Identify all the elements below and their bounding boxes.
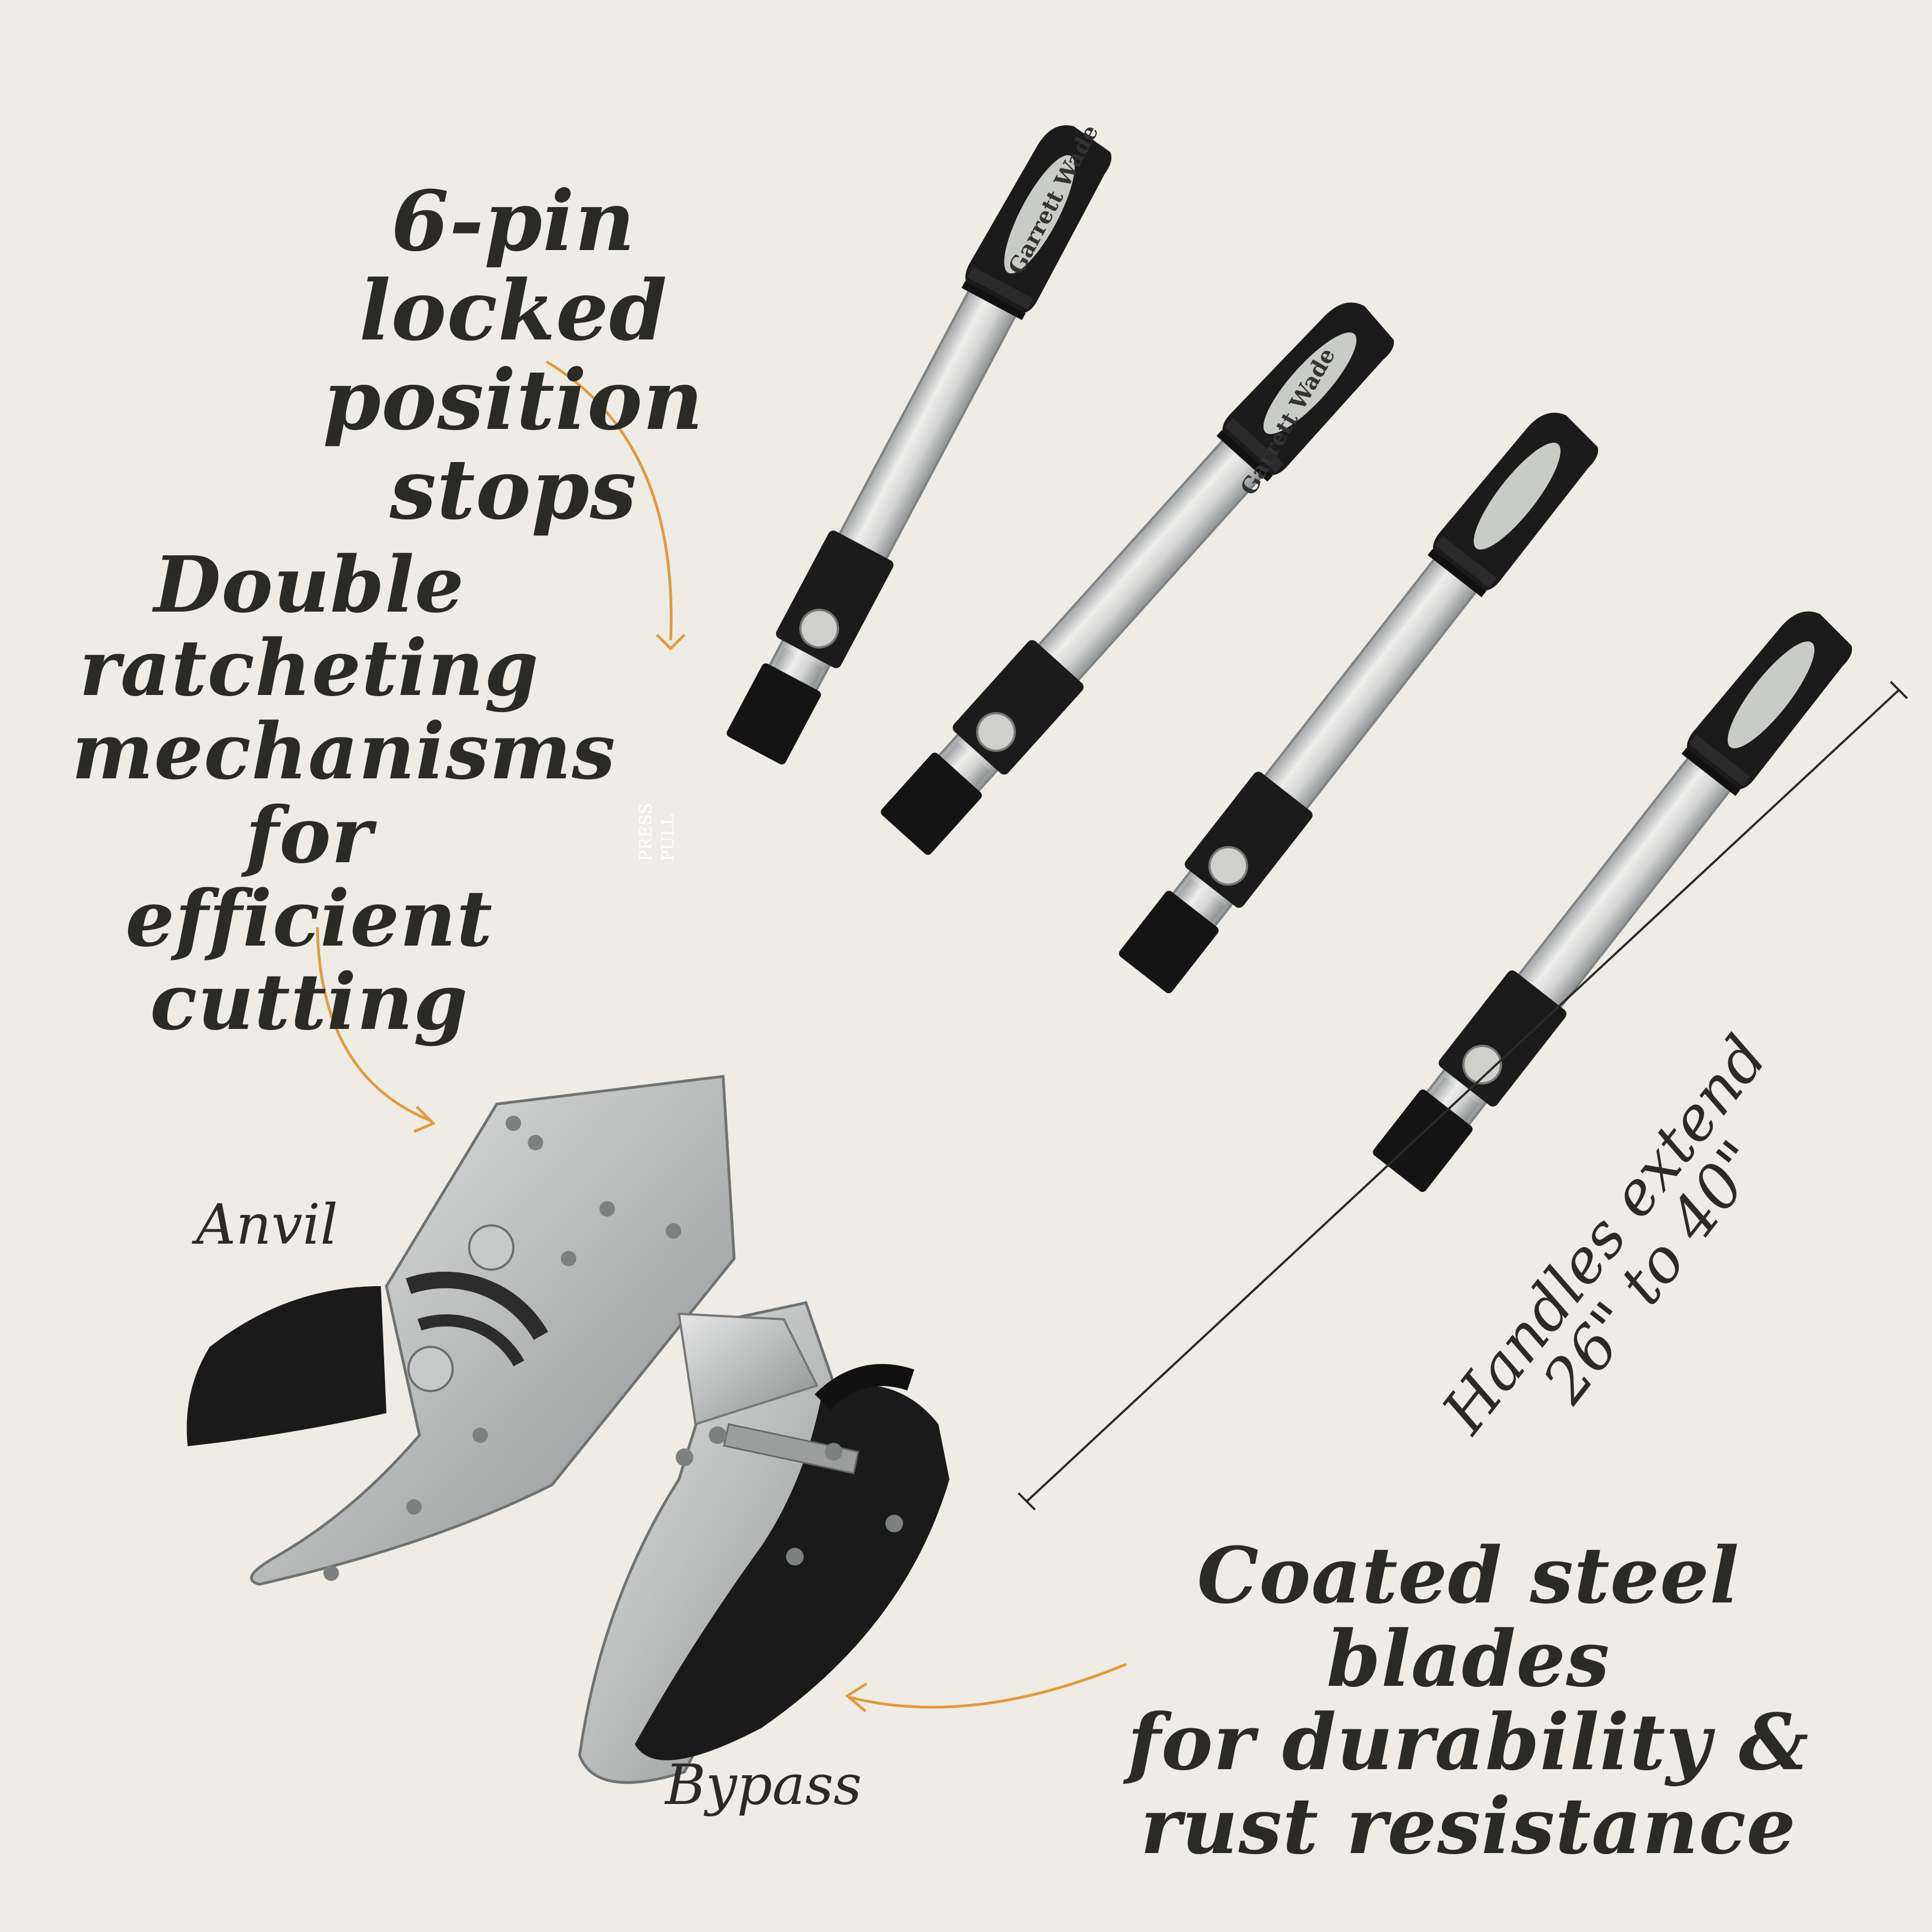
bypass-lopper [578, 397, 1861, 1784]
bypass-label: Bypass [665, 1753, 862, 1817]
measurement-line [1017, 681, 1908, 1511]
pin-stops-callout: 6-pin locked position stops [323, 173, 704, 538]
anvil-blade [187, 1286, 386, 1446]
press-mark: PRESS [636, 803, 656, 861]
blades-callout: Coated steel blades for durability & rus… [1127, 1531, 1809, 1872]
ratchet-callout: Double ratcheting mechanisms for efficie… [72, 540, 616, 1048]
pull-mark: PULL [659, 814, 678, 861]
bypass-blade [635, 1384, 949, 1760]
anvil-lopper [187, 113, 1403, 1586]
anvil-label: Anvil [196, 1192, 338, 1257]
callout-arrows [316, 360, 1127, 1712]
